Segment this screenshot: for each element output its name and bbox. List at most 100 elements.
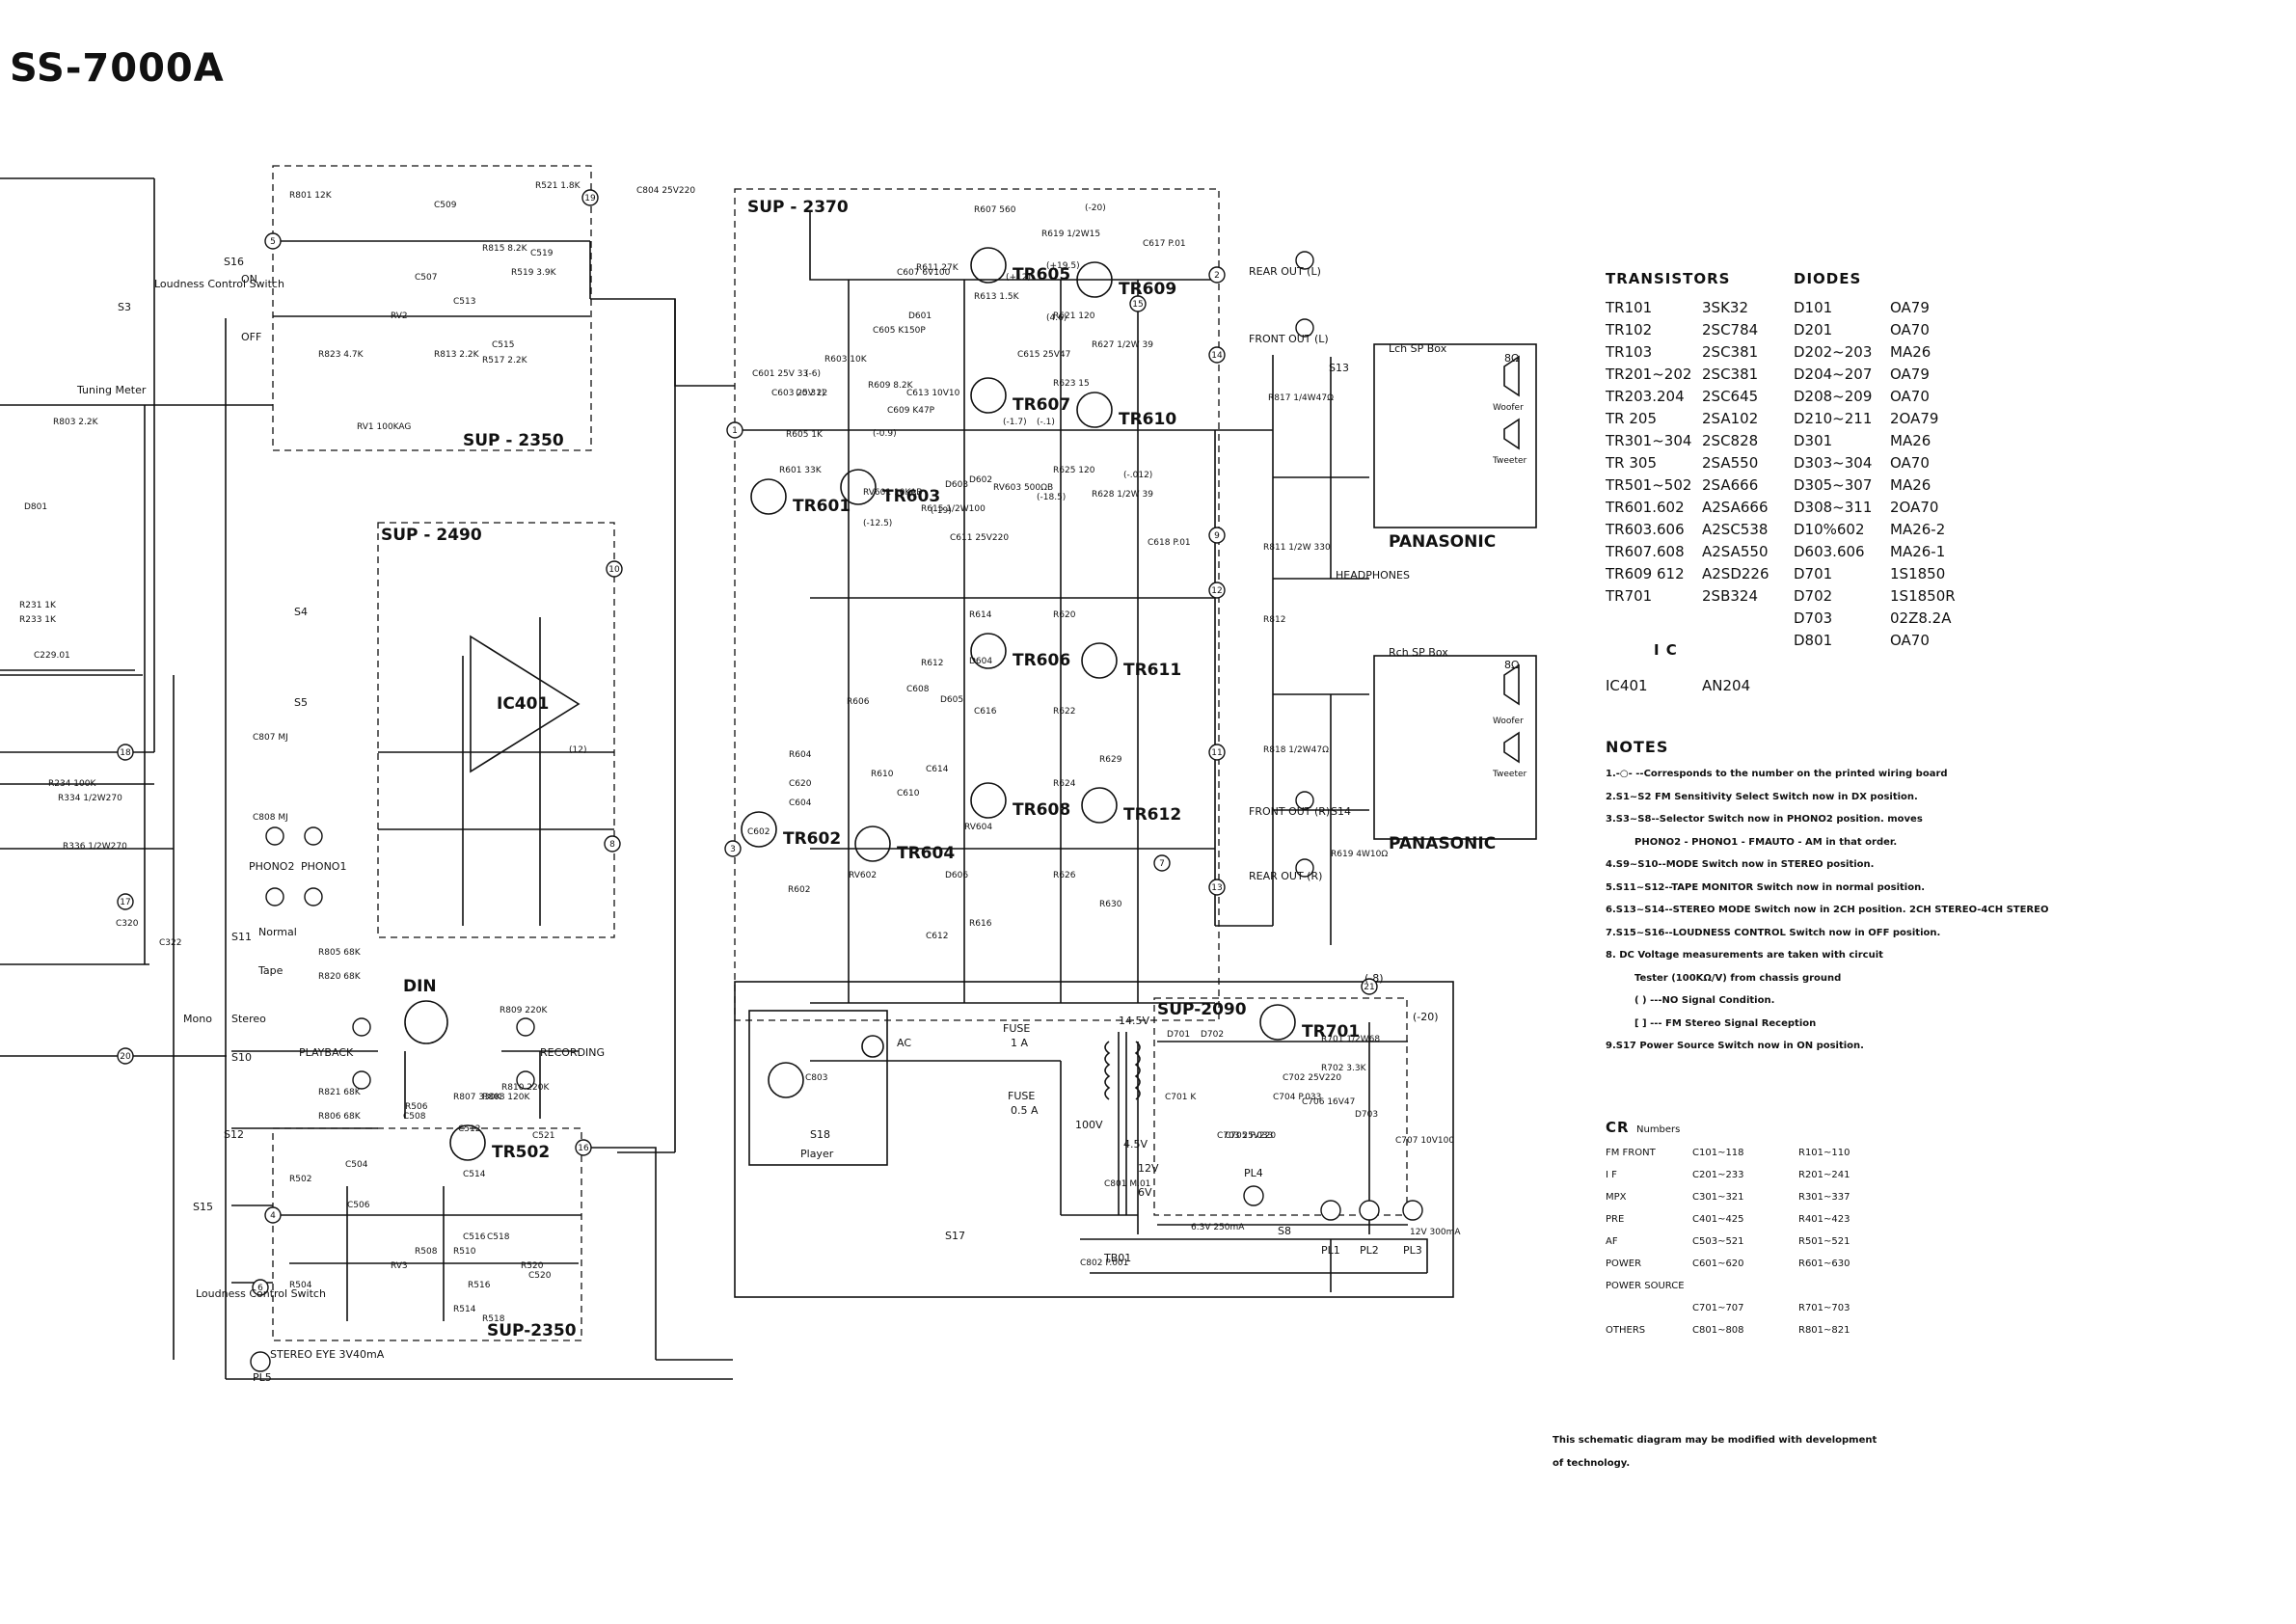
transistor-icon [741,811,777,848]
node-marker [252,1279,269,1296]
transistor-part: A2SC538 [1702,521,1769,538]
note-item: [ ] --- FM Stereo Signal Reception [1634,1017,1817,1029]
resistor-label: R506 [405,1102,428,1112]
node-marker [1208,527,1226,544]
cr-row-c: C601~620 [1692,1259,1744,1269]
capacitor-label: C616 [974,707,997,717]
player-label: Player [800,1148,834,1160]
diode-ref: D701 [1794,565,1833,582]
diode-ref: D201 [1794,321,1833,338]
fuse-05a-title: FUSE [1008,1090,1035,1102]
capacitor-label: C513 [453,297,475,307]
diode-ref: D603.606 [1794,543,1865,560]
footer-line-2: of technology. [1553,1458,1631,1469]
capacitor-label: C617 P.01 [1143,239,1186,249]
panasonic-bottom-label: PANASONIC [1389,834,1496,853]
diode-ref: D703 [1794,609,1833,627]
resistor-label: R811 1/2W 330 [1263,543,1331,553]
diode-part: 02Z8.2A [1890,609,1952,627]
transistor-ref: TR102 [1606,321,1653,338]
capacitor-label: C608 [906,685,930,694]
fuse-05a-label: 0.5 A [1011,1104,1039,1117]
note-item: 8. DC Voltage measurements are taken wit… [1606,950,1883,961]
diode-part: 1S1850 [1890,565,1946,582]
sup2090-label: SUP-2090 [1157,1000,1247,1019]
resistor-label: R516 [468,1281,491,1290]
transistor-label: TR609 [1119,280,1176,299]
normal-label: Normal [258,926,297,938]
resistor-label: RV3 [391,1261,408,1271]
s13-label: S13 [1329,362,1349,374]
sup2370-box [734,188,1220,1021]
cr-row-name: AF [1606,1236,1618,1247]
cr-row-c: C701~707 [1692,1303,1744,1313]
s12-label: S12 [224,1128,244,1141]
node-marker [724,840,742,857]
node-number: 11 [1211,748,1222,758]
resistor-label: R613 1.5K [974,292,1020,302]
resistor-label: R601 33K [779,466,823,475]
speaker-icon-rch [1503,663,1520,764]
diode-part: MA26 [1890,476,1931,494]
transistor-part: A2SD226 [1702,565,1769,582]
rear-out-l-label: REAR OUT (L) [1249,265,1321,278]
capacitor-label: C808 MJ [253,813,288,823]
power-transformer-icon [1104,1032,1141,1215]
resistor-label: R606 [847,697,870,707]
diode-label: D603 [945,480,968,490]
off-label: OFF [241,331,261,343]
cr-row-r: R801~821 [1798,1325,1850,1336]
tb01-label: TB01 [1103,1252,1131,1264]
note-item: ( ) ---NO Signal Condition. [1634,995,1775,1006]
s8-label: S8 [1278,1225,1291,1237]
capacitor-label: C703 25V220 [1217,1131,1276,1141]
transistor-icon [970,782,1007,819]
headphones-label: HEADPHONES [1336,569,1410,582]
cr-row-r: R201~241 [1798,1170,1850,1180]
node-number: 21 [1364,983,1374,992]
capacitor-label: C705 P.033 [1225,1131,1273,1141]
capacitor-label: C609 K47P [887,406,935,416]
capacitor-label: C612 [926,932,948,941]
jack-icons [265,251,1314,1090]
transistor-ref: TR203.204 [1606,388,1685,405]
tape-label: Tape [257,964,284,977]
transistor-part: 2SB324 [1702,587,1758,605]
voltage-label: (+12) [1006,273,1031,283]
diode-ref: D10%602 [1794,521,1865,538]
diode-ref: D202~203 [1794,343,1873,361]
resistor-label: R604 [789,750,812,760]
capacitor-label: C516 [463,1232,486,1242]
transistor-label: TR502 [492,1143,550,1162]
s18-label: S18 [810,1128,830,1141]
resistor-label: R334 1/2W270 [58,794,122,803]
cr-row-r: R101~110 [1798,1148,1850,1158]
minus20-label: (-20) [1413,1011,1439,1023]
node-number: 2 [1214,271,1220,281]
resistor-label: R817 1/4W47Ω [1268,393,1334,403]
sup2350-top-label: SUP - 2350 [463,431,564,450]
phono1-label: PHONO1 [301,860,346,873]
player-cartridge-icon [768,1062,804,1098]
capacitor-label: C504 [345,1160,368,1170]
diode-part: OA70 [1890,321,1930,338]
resistor-label: R702 3.3K [1321,1064,1367,1073]
note-item: 5.S11~S12--TAPE MONITOR Switch now in no… [1606,881,1925,893]
resistor-label: R510 [453,1247,476,1257]
cr-row-name: I F [1606,1170,1617,1180]
transistor-label: TR607 [1013,395,1070,415]
transistor-label: TR612 [1123,805,1181,825]
resistor-label: R520 [521,1261,544,1271]
transistor-icon [1081,787,1118,824]
resistor-label: R611 27K [916,263,959,273]
diode-ref: D308~311 [1794,499,1873,516]
front-out-r-label: FRONT OUT (R) [1249,805,1330,818]
capacitor-label: C605 K150P [873,326,926,336]
node-number: 16 [578,1144,589,1153]
note-item: PHONO2 - PHONO1 - FMAUTO - AM in that or… [1634,836,1898,848]
node-number: 10 [608,565,620,575]
resistor-label: R619 1/2W15 [1041,230,1100,239]
resistor-label: R805 68K [318,948,362,958]
